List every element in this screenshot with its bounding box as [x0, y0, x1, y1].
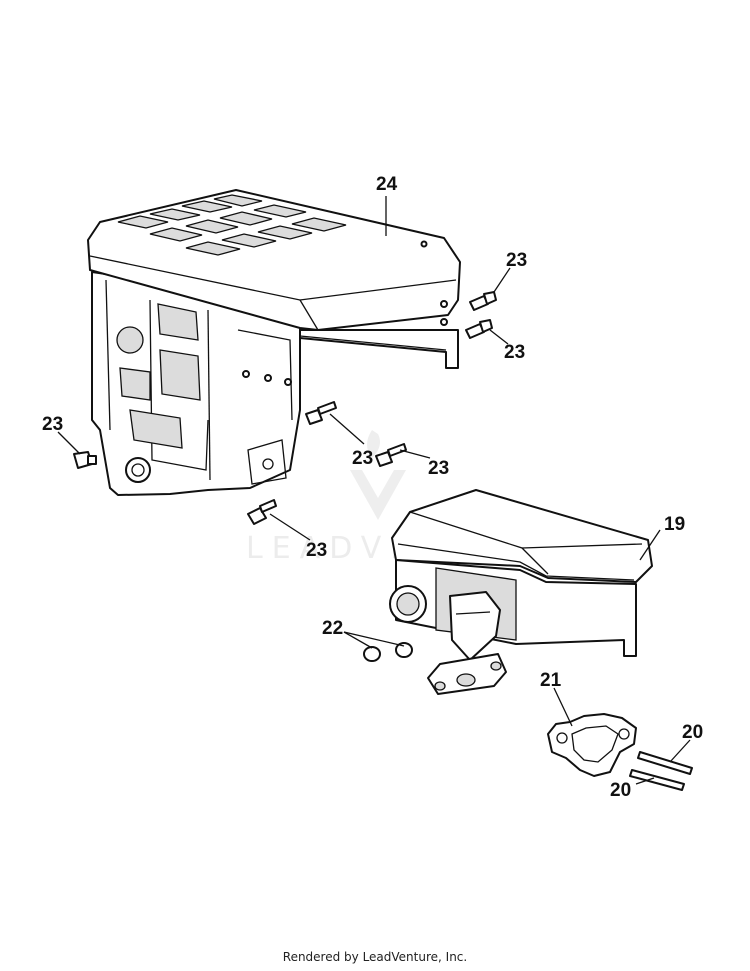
bolt-23-right-lower — [465, 319, 493, 339]
stud-20-lower — [629, 769, 685, 791]
vent-grid — [117, 194, 347, 256]
bolt-23-right-upper — [469, 291, 497, 311]
callout-23: 23 — [306, 540, 327, 561]
bolt-23-center-a — [305, 401, 337, 425]
callout-24: 24 — [376, 174, 398, 195]
footer-credit: Rendered by LeadVenture, Inc. — [282, 950, 468, 964]
nut-22-left — [363, 646, 381, 662]
callout-23: 23 — [42, 414, 63, 435]
gasket-part-21 — [547, 713, 637, 777]
leader-lines — [57, 196, 691, 785]
callout-20: 20 — [610, 780, 631, 801]
callout-21: 21 — [540, 670, 562, 691]
bolt-23-center-b — [375, 443, 407, 467]
callout-19: 19 — [664, 514, 685, 535]
stud-20-upper — [637, 751, 693, 775]
callout-23: 23 — [506, 250, 527, 271]
callout-23: 23 — [504, 342, 525, 363]
callout-23: 23 — [352, 448, 373, 469]
callout-20: 20 — [682, 722, 703, 743]
bolt-23-left — [73, 451, 97, 469]
blower-housing-part-24 — [87, 189, 461, 496]
bolt-23-lower — [247, 499, 277, 525]
air-cleaner-part-19 — [389, 489, 653, 695]
callout-23: 23 — [428, 458, 449, 479]
nut-22-right — [395, 642, 413, 658]
callout-22: 22 — [322, 618, 343, 639]
callout-labels: 24 23 23 23 23 23 23 19 22 21 20 20 — [42, 174, 703, 801]
